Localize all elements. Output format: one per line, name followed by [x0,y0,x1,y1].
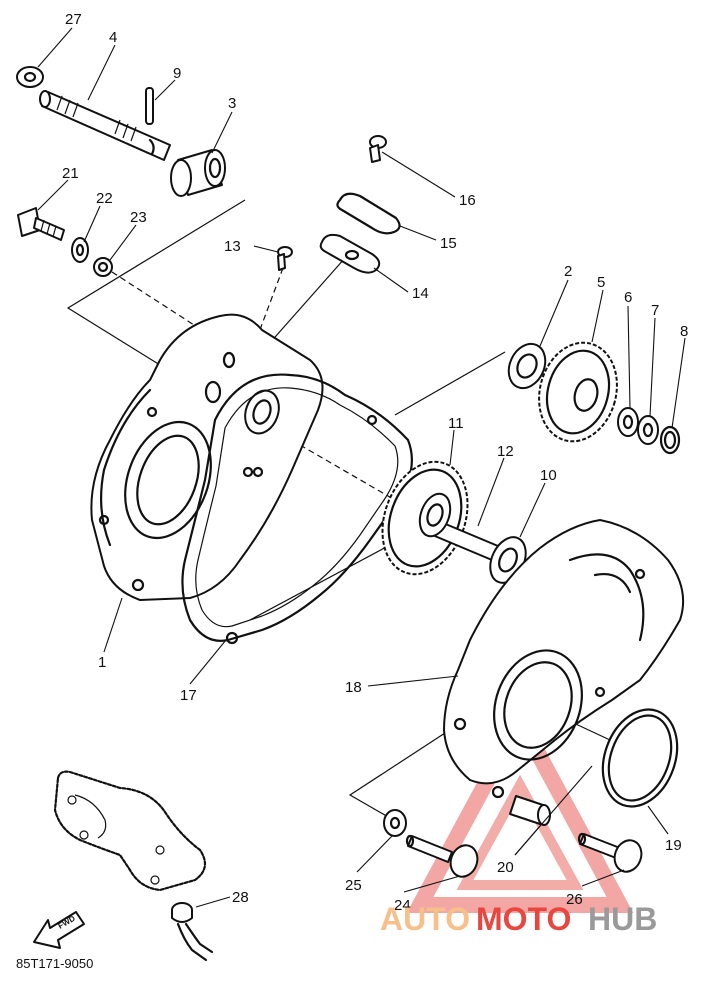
watermark-text: AUTO MOTO HUB [380,901,657,937]
label-2: 2 [564,263,572,280]
label-4: 4 [109,29,117,46]
part-24-bolt [405,834,479,878]
part-15-gasket [336,192,401,235]
part-7-washer [637,415,659,445]
label-27: 27 [65,11,82,28]
label-8: 8 [680,323,688,340]
label-28: 28 [232,889,249,906]
part-23-washer [93,257,113,277]
part-27-washer [16,66,44,88]
part-number-labels: 27 4 9 3 21 22 23 16 15 13 14 2 5 6 7 8 … [62,11,688,914]
part-1-housing [90,313,324,601]
part-18-cover [443,519,685,799]
label-17: 17 [180,687,197,704]
part-2-bearing [507,342,547,390]
part-4-shaft [39,90,171,161]
label-9: 9 [173,65,181,82]
leader-lines [37,27,686,908]
part-14-cover-plate [319,233,381,274]
fwd-arrow-icon: FWD [33,911,85,949]
part-20-dowel [509,795,551,826]
part-26-bolt [577,832,643,873]
label-14: 14 [412,285,429,302]
watermark-auto: AUTO [380,901,470,937]
label-12: 12 [497,443,514,460]
label-7: 7 [651,302,659,319]
part-19-o-ring [601,708,679,808]
label-10: 10 [540,467,557,484]
watermark-moto: MOTO [476,901,571,937]
part-21-bolt [17,207,65,241]
label-13: 13 [224,238,241,255]
part-3-collar [170,149,226,197]
label-16: 16 [459,192,476,209]
part-12-shaft [418,492,499,561]
part-22-washer [71,237,89,263]
part-16-screw [369,135,387,163]
label-18: 18 [345,679,362,696]
label-23: 23 [130,209,147,226]
label-11: 11 [448,415,464,432]
label-6: 6 [624,289,632,306]
label-5: 5 [597,274,605,291]
label-22: 22 [96,190,113,207]
label-25: 25 [345,877,362,894]
part-8-circlip [659,425,681,455]
part-9-pin [145,87,154,125]
label-26: 26 [566,891,583,908]
label-19: 19 [665,837,682,854]
part-17-gasket [181,373,413,645]
part-5-sprocket [538,341,618,443]
assembly-lines [66,199,611,819]
part-28-inset [53,770,214,962]
label-24: 24 [394,897,411,914]
label-15: 15 [440,235,457,252]
watermark-logo [406,703,634,913]
watermark-hub: HUB [588,901,657,937]
label-21: 21 [62,165,79,182]
label-1: 1 [98,654,106,671]
label-3: 3 [228,95,236,112]
part-13-bolt [277,246,293,271]
part-25-washer [383,809,407,837]
drawing-code: 85T171-9050 [16,956,93,971]
label-20: 20 [497,859,514,876]
part-6-washer [617,407,639,437]
